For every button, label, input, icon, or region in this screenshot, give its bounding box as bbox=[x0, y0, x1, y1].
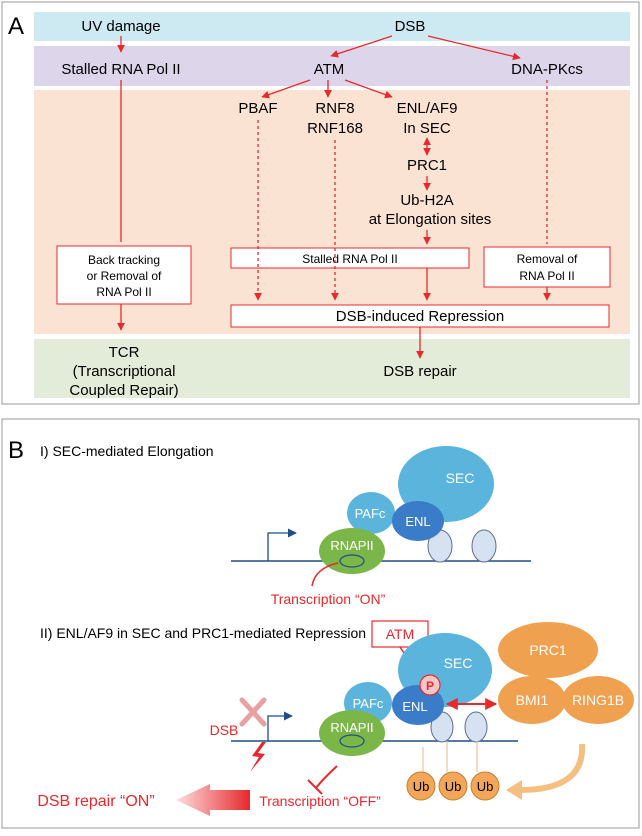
removal-line1: Removal of bbox=[517, 252, 578, 266]
lightning-icon bbox=[250, 742, 266, 772]
band-repair bbox=[34, 339, 630, 398]
enl-blob bbox=[392, 501, 444, 541]
in-sec-label: In SEC bbox=[403, 120, 451, 137]
ub-label-1: Ub bbox=[413, 779, 430, 794]
panel-b-frame bbox=[1, 418, 640, 829]
nucleosome bbox=[464, 711, 488, 743]
dnapkcs-label: DNA-PKcs bbox=[511, 61, 583, 78]
dsb-repair-on-label: DSB repair “ON” bbox=[37, 793, 154, 810]
atm-box-label: ATM bbox=[386, 626, 415, 642]
ring1b-label: RING1B bbox=[572, 692, 624, 708]
bmi1-label: BMI1 bbox=[516, 692, 549, 708]
dsb-label: DSB bbox=[395, 18, 426, 35]
ub-label-2: Ub bbox=[445, 779, 462, 794]
panel-a-label: A bbox=[8, 13, 24, 40]
backtrack-line1: Back tracking bbox=[88, 253, 160, 267]
transcription-on-label: Transcription “ON” bbox=[271, 591, 386, 607]
ub-label-3: Ub bbox=[477, 779, 494, 794]
panel-a-arrows bbox=[117, 35, 551, 359]
repair-arrow bbox=[176, 784, 250, 816]
phospho-label: P bbox=[426, 679, 434, 693]
tcr-line1: TCR bbox=[109, 344, 140, 361]
sec-label-2: SEC bbox=[444, 655, 473, 671]
band-dsb bbox=[34, 12, 630, 41]
panel-b-title-2: II) ENL/AF9 in SEC and PRC1-mediated Rep… bbox=[40, 625, 366, 641]
phospho-icon bbox=[419, 674, 441, 696]
prc1-b-label: PRC1 bbox=[529, 642, 567, 658]
dsb-repair-label: DSB repair bbox=[383, 363, 456, 380]
repression-label: DSB-induced Repression bbox=[336, 308, 504, 325]
backtrack-box bbox=[56, 245, 192, 305]
enl-label: ENL bbox=[405, 514, 430, 529]
rnf8-label: RNF8 bbox=[315, 100, 354, 117]
rnapii-core bbox=[339, 734, 365, 748]
rnapii-label: RNAPII bbox=[330, 538, 373, 553]
panel-a-frame bbox=[1, 1, 640, 405]
stalled-pol-box bbox=[230, 247, 470, 269]
stalled-pol-label: Stalled RNA Pol II bbox=[61, 61, 180, 78]
transcription-off-label: Transcription “OFF” bbox=[259, 793, 381, 809]
enl-af9-label: ENL/AF9 bbox=[397, 100, 458, 117]
ub-circle bbox=[406, 771, 436, 801]
prc1-label: PRC1 bbox=[407, 157, 447, 174]
dsb-b-label: DSB bbox=[210, 722, 239, 738]
enl-label-2: ENL bbox=[402, 699, 427, 714]
rnf168-label: RNF168 bbox=[307, 120, 363, 137]
removal-line2: RNA Pol II bbox=[519, 269, 574, 283]
rnapii-label-2: RNAPII bbox=[330, 720, 373, 735]
uv-damage-label: UV damage bbox=[81, 18, 160, 35]
pbaf-label: PBAF bbox=[238, 100, 277, 117]
ub-circle bbox=[438, 771, 468, 801]
pafc-label: PAFc bbox=[355, 506, 386, 521]
rnapii-core bbox=[339, 554, 365, 568]
pafc-label-2: PAFc bbox=[353, 696, 384, 711]
panel-b-title-1: I) SEC-mediated Elongation bbox=[40, 443, 214, 459]
prc1-blob bbox=[498, 622, 598, 678]
ring1b-blob bbox=[562, 676, 634, 724]
atm-label: ATM bbox=[314, 61, 345, 78]
tcr-line2: (Transcriptional bbox=[73, 363, 176, 380]
backtrack-line2: or Removal of bbox=[87, 269, 162, 283]
curved-arrow-icon bbox=[519, 743, 586, 793]
sec-label: SEC bbox=[446, 470, 475, 486]
stalled-pol-box-label: Stalled RNA Pol II bbox=[302, 252, 397, 266]
scene-repression: ATM DSB P SEC PAFc ENL RNAPII PRC1 BMI1 … bbox=[37, 620, 634, 816]
panel-b-label: B bbox=[8, 437, 24, 464]
rnapii-blob bbox=[319, 710, 385, 756]
ub-h2a-label: Ub-H2A bbox=[400, 192, 453, 209]
ub-circle bbox=[470, 771, 500, 801]
tcr-line3: Coupled Repair) bbox=[69, 382, 178, 399]
cross-icon bbox=[239, 697, 267, 727]
removal-box bbox=[483, 246, 611, 288]
nucleosome bbox=[471, 529, 497, 563]
pafc-blob bbox=[347, 492, 395, 534]
bmi1-blob bbox=[498, 676, 566, 724]
rnapii-blob bbox=[319, 528, 385, 574]
at-elongation-label: at Elongation sites bbox=[369, 211, 492, 228]
scene-elongation: SEC PAFc ENL RNAPII Transcription “ON” bbox=[231, 446, 531, 607]
repression-bar bbox=[307, 765, 338, 795]
backtrack-line3: RNA Pol II bbox=[96, 285, 151, 299]
